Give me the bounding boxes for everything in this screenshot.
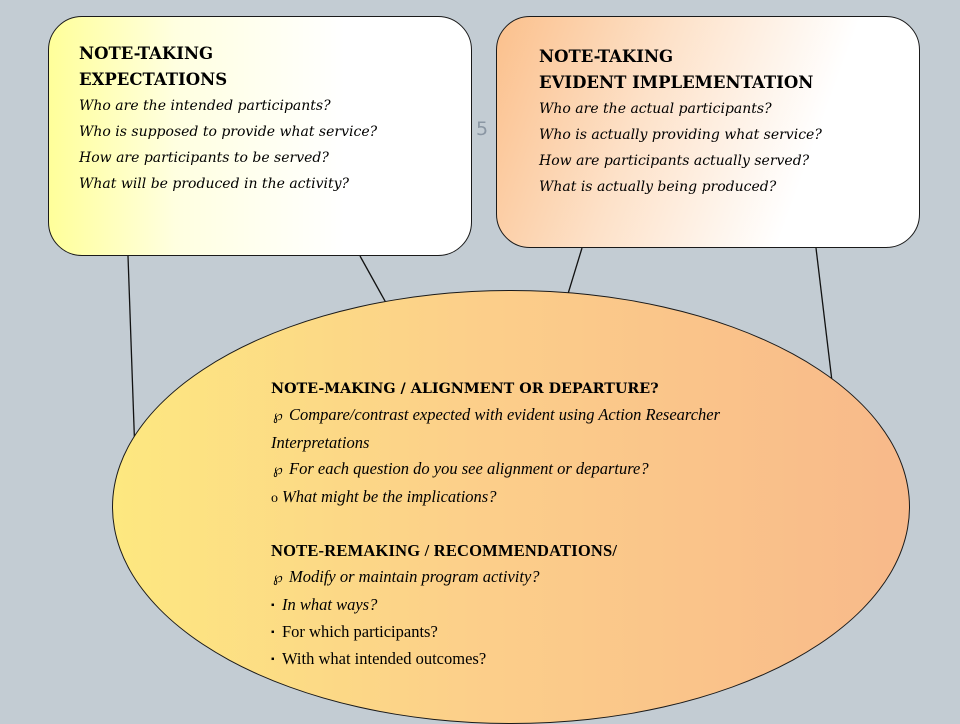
connector-line bbox=[815, 247, 835, 399]
note-remaking-item: ▪ With what intended outcomes? bbox=[271, 646, 791, 673]
implementation-question: Who are the actual participants? bbox=[539, 101, 772, 117]
note-remaking-item-text: With what intended outcomes? bbox=[282, 649, 487, 668]
note-making-heading: NOTE-MAKING / ALIGNMENT OR DEPARTURE? bbox=[271, 381, 659, 397]
note-remaking-item: ℘ Modify or maintain program activity? bbox=[271, 564, 791, 592]
circle-bullet-icon: o bbox=[271, 491, 278, 506]
implementation-box: NOTE-TAKING EVIDENT IMPLEMENTATION Who a… bbox=[496, 16, 920, 248]
analysis-text: NOTE-MAKING / ALIGNMENT OR DEPARTURE? ℘C… bbox=[271, 376, 791, 673]
expectations-heading-line1: NOTE-TAKING bbox=[79, 44, 214, 63]
analysis-ellipse bbox=[112, 290, 910, 724]
connector-line bbox=[127, 255, 136, 456]
note-making-item-text: Compare/contrast expected with evident u… bbox=[271, 405, 721, 452]
expectations-heading-line2: EXPECTATIONS bbox=[79, 70, 228, 89]
note-making-item-text: What might be the implications? bbox=[282, 487, 497, 506]
note-remaking-heading: NOTE-REMAKING / RECOMMENDATIONS/ bbox=[271, 541, 618, 560]
expectations-box: NOTE-TAKING EXPECTATIONS Who are the int… bbox=[48, 16, 472, 256]
note-making-item: o What might be the implications? bbox=[271, 484, 791, 512]
expectations-question: Who is supposed to provide what service? bbox=[79, 124, 378, 140]
implementation-question: What is actually being produced? bbox=[539, 179, 777, 195]
note-remaking-item: ▪ For which participants? bbox=[271, 619, 791, 646]
expectations-question: Who are the intended participants? bbox=[79, 98, 331, 114]
expectations-question: How are participants to be served? bbox=[79, 150, 329, 166]
square-bullet-icon: ▪ bbox=[271, 627, 275, 638]
implementation-heading-line1: NOTE-TAKING bbox=[539, 47, 674, 66]
swirl-bullet-icon: ℘ bbox=[273, 463, 283, 478]
note-making-item: ℘Compare/contrast expected with evident … bbox=[271, 402, 791, 456]
section-spacer bbox=[271, 512, 791, 538]
implementation-question: Who is actually providing what service? bbox=[539, 127, 822, 143]
slide-number: 5 bbox=[476, 118, 489, 140]
swirl-bullet-icon: ℘ bbox=[273, 409, 283, 424]
swirl-bullet-icon: ℘ bbox=[273, 571, 283, 586]
square-bullet-icon: ▪ bbox=[271, 600, 275, 611]
expectations-question: What will be produced in the activity? bbox=[79, 176, 350, 192]
note-remaking-item-text: Modify or maintain program activity? bbox=[289, 567, 540, 586]
note-making-item-text: For each question do you see alignment o… bbox=[289, 459, 649, 478]
square-bullet-icon: ▪ bbox=[271, 654, 275, 665]
note-remaking-item-text: For which participants? bbox=[282, 622, 438, 641]
implementation-heading-line2: EVIDENT IMPLEMENTATION bbox=[539, 73, 814, 92]
implementation-question: How are participants actually served? bbox=[539, 153, 810, 169]
note-remaking-item: ▪ In what ways? bbox=[271, 592, 791, 619]
note-making-item: ℘ For each question do you see alignment … bbox=[271, 456, 791, 484]
note-remaking-item-text: In what ways? bbox=[282, 595, 378, 614]
